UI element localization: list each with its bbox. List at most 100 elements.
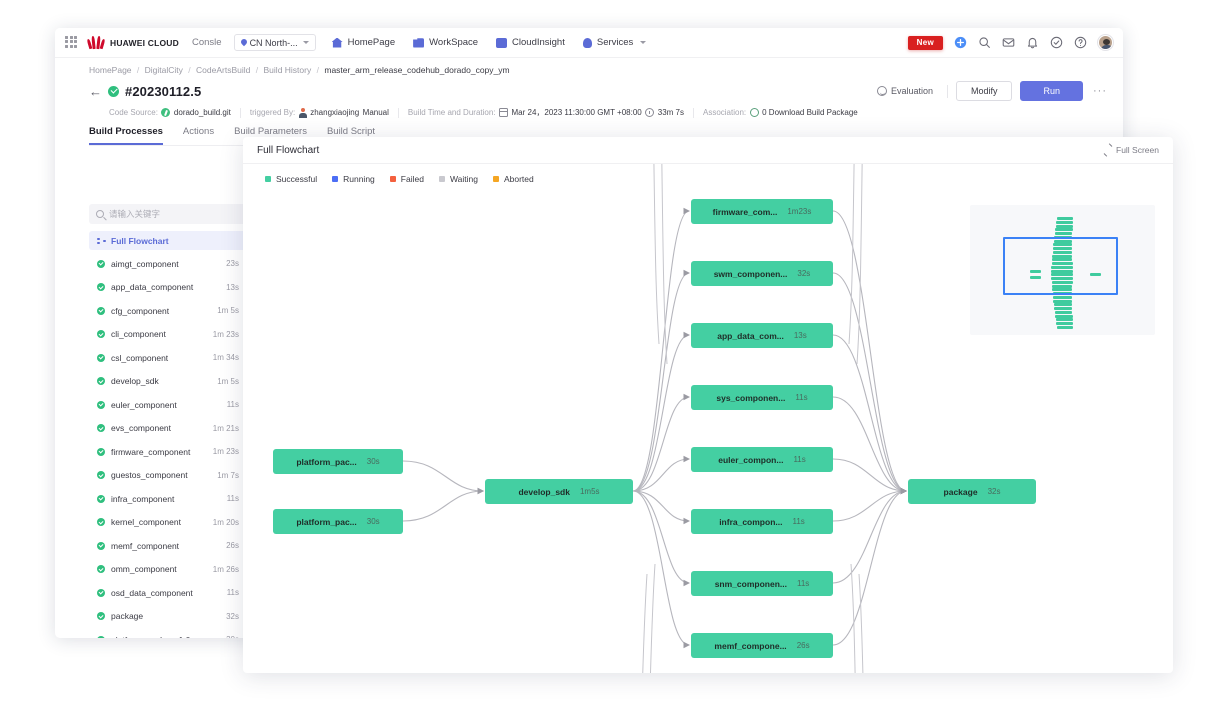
job-duration: 1m 20s bbox=[212, 517, 239, 527]
job-duration: 1m 26s bbox=[212, 564, 239, 574]
breadcrumb-item-2[interactable]: CodeArtsBuild bbox=[196, 65, 251, 75]
flow-node[interactable]: memf_compone... 26s bbox=[691, 633, 833, 658]
legend-item-successful: Successful bbox=[265, 174, 317, 184]
brand-logo[interactable]: HUAWEI CLOUD bbox=[86, 35, 179, 50]
minimap-node bbox=[1051, 265, 1073, 269]
tab-build-processes[interactable]: Build Processes bbox=[89, 126, 163, 145]
meta-association-label: Association: bbox=[702, 108, 747, 117]
flow-node[interactable]: platform_pac...30s bbox=[273, 509, 403, 534]
job-name: osd_data_component bbox=[111, 587, 193, 598]
git-icon bbox=[161, 108, 171, 117]
job-status-icon bbox=[97, 494, 105, 503]
expand-icon bbox=[1104, 146, 1112, 154]
header-actions: Evaluation Modify Run ··· bbox=[870, 81, 1109, 101]
flow-node[interactable]: sys_componen...11s bbox=[691, 385, 833, 410]
modify-button[interactable]: Modify bbox=[955, 81, 1013, 101]
minimap-viewport[interactable] bbox=[1003, 237, 1118, 295]
help-circle-icon[interactable] bbox=[1074, 36, 1087, 49]
run-button[interactable]: Run bbox=[1020, 81, 1083, 101]
back-button[interactable]: ← bbox=[89, 83, 102, 99]
full-screen-button[interactable]: Full Screen bbox=[1104, 145, 1159, 155]
console-link[interactable]: Consle bbox=[191, 37, 222, 48]
tab-actions[interactable]: Actions bbox=[182, 126, 215, 137]
nav-item-workspace[interactable]: WorkSpace bbox=[413, 37, 478, 48]
job-duration: 1m 23s bbox=[212, 447, 239, 457]
meta-code-source-value[interactable]: dorado_build.git bbox=[173, 108, 231, 117]
flow-node-name: swm_componen... bbox=[713, 268, 788, 279]
breadcrumb-sep: / bbox=[255, 65, 259, 75]
legend-label-waiting: Waiting bbox=[449, 174, 478, 184]
evaluation-button[interactable]: Evaluation bbox=[870, 82, 939, 100]
more-actions-button[interactable]: ··· bbox=[1093, 85, 1107, 97]
flow-node-duration: 11s bbox=[795, 393, 808, 402]
nav-item-services[interactable]: Services bbox=[582, 37, 647, 48]
minimap-node bbox=[1051, 262, 1073, 265]
nav-item-homepage[interactable]: HomePage bbox=[331, 37, 395, 48]
job-duration: 13s bbox=[226, 282, 239, 292]
check-circle-icon[interactable] bbox=[1050, 36, 1063, 49]
meta-association-value[interactable]: 0 Download Build Package bbox=[762, 108, 858, 117]
minimap-node bbox=[1057, 325, 1073, 329]
legend-swatch-successful bbox=[265, 176, 271, 182]
legend-swatch-running bbox=[332, 176, 339, 182]
minimap-node bbox=[1051, 280, 1073, 284]
list-item[interactable]: platform_package1.030s bbox=[89, 628, 249, 638]
job-duration: 30s bbox=[226, 635, 239, 638]
breadcrumb-item-3[interactable]: Build History bbox=[263, 65, 312, 75]
tab-build-script[interactable]: Build Script bbox=[326, 126, 376, 137]
bell-icon[interactable] bbox=[1026, 36, 1039, 49]
app-grid-icon[interactable] bbox=[65, 35, 79, 50]
flow-node[interactable]: swm_componen...32s bbox=[691, 261, 833, 286]
region-selector[interactable]: CN North-... bbox=[233, 34, 316, 51]
job-status-icon bbox=[97, 330, 105, 339]
build-status-icon bbox=[108, 85, 119, 97]
flowchart-canvas[interactable]: Successful Running Failed Waiting Aborte… bbox=[243, 164, 1173, 673]
search-icon[interactable] bbox=[978, 36, 991, 49]
legend-label-aborted: Aborted bbox=[503, 174, 534, 184]
sidebar-item-full-flowchart[interactable]: Full Flowchart bbox=[89, 231, 249, 250]
flow-node[interactable]: platform_pac...30s bbox=[273, 449, 403, 474]
flow-node-duration: 26s bbox=[796, 641, 810, 650]
job-status-icon bbox=[97, 353, 105, 362]
flow-node-name: memf_compone... bbox=[714, 640, 787, 651]
plus-icon[interactable] bbox=[954, 36, 967, 49]
flowchart-minimap[interactable] bbox=[970, 205, 1155, 335]
new-badge[interactable]: New bbox=[907, 35, 943, 50]
flow-node[interactable]: app_data_com...13s bbox=[691, 323, 833, 348]
meta-triggered-mode: Manual bbox=[362, 108, 389, 117]
mail-icon[interactable] bbox=[1002, 36, 1015, 49]
flow-node[interactable]: firmware_com...1m23s bbox=[691, 199, 833, 224]
job-status-icon bbox=[97, 635, 105, 638]
meta-time-value: Mar 24，2023 11:30:00 GMT +08:00 bbox=[511, 108, 642, 117]
job-name: aimgt_component bbox=[111, 258, 179, 269]
search-input[interactable]: 请输入关键字 bbox=[89, 204, 249, 224]
flow-node[interactable]: infra_compon...11s bbox=[691, 509, 833, 534]
breadcrumb-item-0[interactable]: HomePage bbox=[89, 65, 132, 75]
tab-build-parameters[interactable]: Build Parameters bbox=[234, 126, 307, 137]
flow-node[interactable]: euler_compon...11s bbox=[691, 447, 833, 472]
breadcrumb-item-1[interactable]: DigitalCity bbox=[144, 65, 183, 75]
avatar[interactable] bbox=[1098, 35, 1113, 50]
nav-item-cloudinsight[interactable]: CloudInsight bbox=[496, 37, 565, 48]
page-header: HomePage / DigitalCity / CodeArtsBuild /… bbox=[55, 58, 1123, 118]
flow-node[interactable]: snm_componen...11s bbox=[691, 571, 833, 596]
